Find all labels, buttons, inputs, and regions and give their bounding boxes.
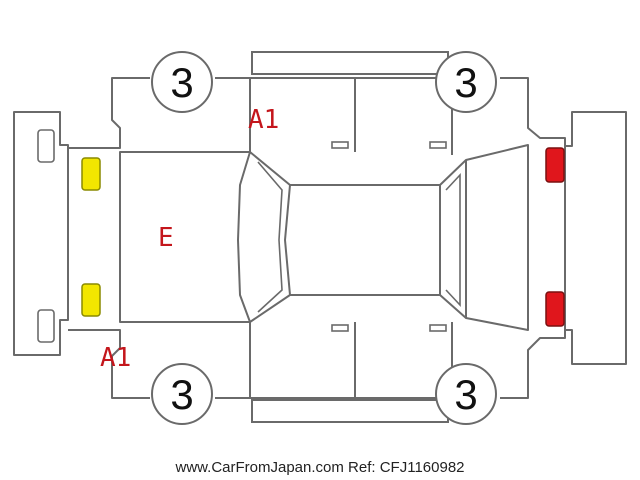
wheel-rating-rear-right: 3 xyxy=(454,371,477,418)
wheel-rating-rear-left: 3 xyxy=(454,59,477,106)
reference-footer: www.CarFromJapan.com Ref: CFJ1160982 xyxy=(175,459,465,476)
wheel-front-right: 3 xyxy=(151,363,213,425)
damage-code-hood: E xyxy=(158,223,174,253)
front-bumper xyxy=(13,111,69,356)
car-body-outline xyxy=(68,77,566,399)
front-lamps xyxy=(81,157,101,317)
damage-code-upper-side: A1 xyxy=(248,105,279,135)
front-lamp-lower xyxy=(81,283,101,317)
upper-side-step xyxy=(251,51,449,75)
rear-lamp-lower xyxy=(545,291,565,327)
wheel-rear-left: 3 xyxy=(435,51,497,113)
wheel-rating-front-right: 3 xyxy=(170,371,193,418)
wheel-rating-front-left: 3 xyxy=(170,59,193,106)
rear-bumper xyxy=(564,111,627,365)
lower-side-step xyxy=(251,399,449,423)
front-lamp-upper xyxy=(81,157,101,191)
wheel-rear-right: 3 xyxy=(435,363,497,425)
damage-code-lower-side: A1 xyxy=(100,343,131,373)
wheel-front-left: 3 xyxy=(151,51,213,113)
rear-lamps xyxy=(545,147,565,327)
rear-lamp-upper xyxy=(545,147,565,183)
